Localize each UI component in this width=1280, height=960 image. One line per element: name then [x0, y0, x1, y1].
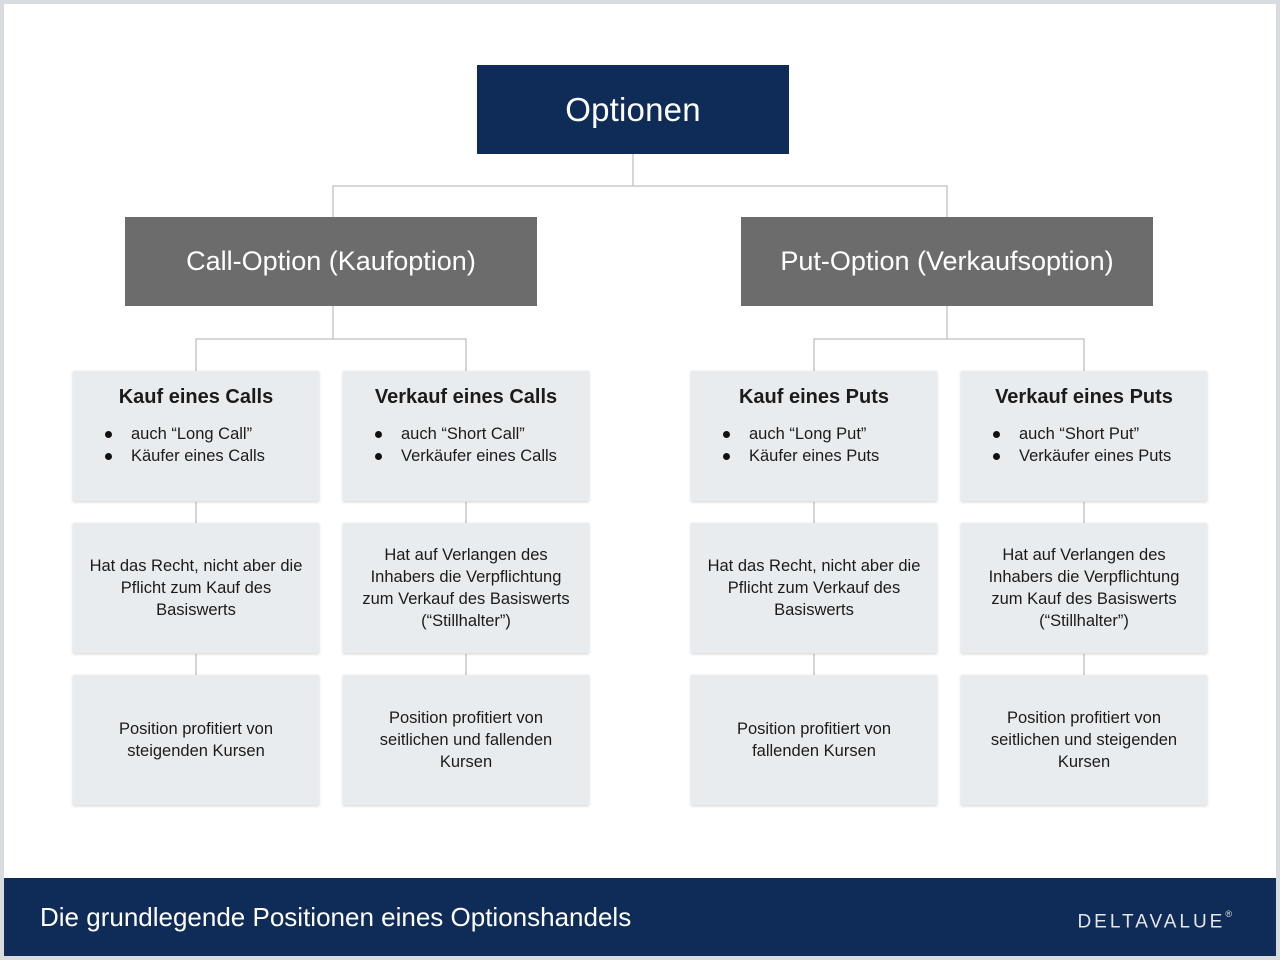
bullet-item: auch “Long Put”: [719, 423, 927, 445]
position-bullet-list: auch “Long Call” Käufer eines Calls: [83, 423, 309, 467]
profit-text: Position profitiert von steigenden Kurse…: [118, 720, 274, 760]
rights-text: Hat auf Verlangen des Inhabers die Verpf…: [988, 546, 1180, 630]
root-node-optionen: Optionen: [477, 65, 789, 154]
branch-node-label: Call-Option (Kaufoption): [186, 246, 476, 276]
profit-text: Position profitiert von seitlichen und f…: [379, 709, 553, 771]
position-rights-short-put: Hat auf Verlangen des Inhabers die Verpf…: [961, 523, 1207, 653]
position-rights-long-put: Hat das Recht, nicht aber die Pflicht zu…: [691, 523, 937, 653]
position-header-long-call: Kauf eines Calls auch “Long Call” Käufer…: [73, 371, 319, 501]
bullet-item: Käufer eines Puts: [719, 445, 927, 467]
position-header-long-put: Kauf eines Puts auch “Long Put” Käufer e…: [691, 371, 937, 501]
position-profit-long-put: Position profitiert von fallenden Kursen: [691, 675, 937, 805]
bullet-item: auch “Short Put”: [989, 423, 1197, 445]
position-title: Kauf eines Puts: [738, 386, 890, 408]
footer-banner: Die grundlegende Positionen eines Option…: [4, 878, 1276, 956]
rights-text: Hat das Recht, nicht aber die Pflicht zu…: [707, 557, 921, 619]
position-header-short-call: Verkauf eines Calls auch “Short Call” Ve…: [343, 371, 589, 501]
footer-caption: Die grundlegende Positionen eines Option…: [40, 902, 632, 932]
position-profit-long-call: Position profitiert von steigenden Kurse…: [73, 675, 319, 805]
position-profit-short-call: Position profitiert von seitlichen und f…: [343, 675, 589, 805]
logo-wordmark: DELTAVALUE: [1077, 911, 1226, 933]
position-bullet-list: auch “Short Put” Verkäufer eines Puts: [971, 423, 1197, 467]
diagram-canvas: Optionen Call-Option (Kaufoption) Put-Op…: [4, 4, 1276, 956]
rights-text: Hat das Recht, nicht aber die Pflicht zu…: [89, 557, 303, 619]
bullet-item: auch “Short Call”: [371, 423, 579, 445]
profit-text: Position profitiert von fallenden Kursen: [736, 720, 892, 760]
bullet-item: Verkäufer eines Calls: [371, 445, 579, 467]
registered-mark: ®: [1225, 909, 1232, 919]
branch-node-put-option: Put-Option (Verkaufsoption): [741, 217, 1153, 306]
deltavalue-logo: DELTAVALUE®: [1077, 878, 1232, 956]
connector-call-positions: [195, 338, 467, 371]
position-rights-short-call: Hat auf Verlangen des Inhabers die Verpf…: [343, 523, 589, 653]
bullet-item: Käufer eines Calls: [101, 445, 309, 467]
position-title: Verkauf eines Calls: [374, 386, 558, 408]
branch-node-label: Put-Option (Verkaufsoption): [780, 246, 1114, 276]
connector-root-branches: [332, 185, 948, 217]
position-title: Kauf eines Calls: [118, 386, 274, 408]
connector-lines: [195, 154, 1085, 675]
position-rights-long-call: Hat das Recht, nicht aber die Pflicht zu…: [73, 523, 319, 653]
bullet-item: auch “Long Call”: [101, 423, 309, 445]
position-title: Verkauf eines Puts: [995, 386, 1173, 408]
connector-put-positions: [813, 338, 1085, 371]
branch-node-call-option: Call-Option (Kaufoption): [125, 217, 537, 306]
root-node-label: Optionen: [565, 90, 701, 128]
position-bullet-list: auch “Long Put” Käufer eines Puts: [701, 423, 927, 467]
position-bullet-list: auch “Short Call” Verkäufer eines Calls: [353, 423, 579, 467]
rights-text: Hat auf Verlangen des Inhabers die Verpf…: [362, 546, 570, 630]
position-header-short-put: Verkauf eines Puts auch “Short Put” Verk…: [961, 371, 1207, 501]
position-profit-short-put: Position profitiert von seitlichen und s…: [961, 675, 1207, 805]
bullet-item: Verkäufer eines Puts: [989, 445, 1197, 467]
profit-text: Position profitiert von seitlichen und s…: [990, 709, 1178, 771]
